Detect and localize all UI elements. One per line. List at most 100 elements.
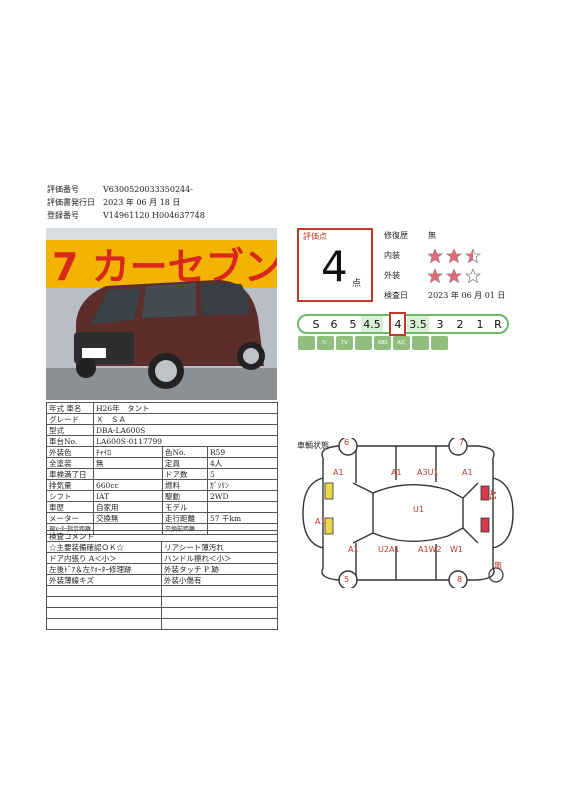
spec-value: H26年 タント: [93, 402, 278, 414]
spec-value: R59: [207, 446, 278, 458]
comment-cell: 外装薄線キズ: [46, 574, 162, 586]
spec-label: シフト: [46, 490, 94, 502]
table-row: 外装色ﾁｬｲﾛ色No.R59: [46, 446, 278, 458]
scale-value: S: [312, 318, 320, 331]
scale-value: 3.5: [409, 318, 427, 331]
damage-mark: A3U1: [417, 468, 439, 477]
repair-label: 修復歴: [384, 231, 408, 240]
spec-value: ｶﾞｿﾘﾝ: [207, 479, 278, 491]
scale-value: 4.5: [363, 318, 381, 331]
comment-cell: 外装小傷有: [161, 574, 278, 586]
damage-mark: A1: [462, 468, 473, 477]
score-value: 4: [321, 242, 348, 291]
table-row: [46, 585, 278, 597]
spec-value: 57 千km: [207, 512, 278, 524]
damage-mark: U2A1: [378, 545, 400, 554]
spec-label: モデル: [162, 501, 208, 513]
inspection-label: 検査日: [384, 291, 408, 300]
spec-label: 走行距離: [162, 512, 208, 524]
sunroof-icon: [298, 336, 315, 350]
scale-value: 3: [436, 318, 444, 331]
score-box: 評価点 4 点: [297, 228, 373, 302]
score-unit: 点: [352, 279, 362, 289]
spec-value: 2WD: [207, 490, 278, 502]
damage-mark: 無: [494, 561, 502, 570]
spec-label: メーター: [46, 512, 94, 524]
spec-value: [207, 501, 278, 513]
scale-value: R: [494, 318, 502, 331]
interior-star-rating: [426, 247, 488, 264]
reg-no-label: 登録番号: [47, 211, 79, 220]
comment-cell: ドア内張り A＜小＞: [46, 552, 162, 564]
damage-mark: A1W2: [418, 545, 442, 554]
table-row: [46, 618, 278, 630]
star-icon: [426, 247, 444, 264]
sign-text: 7 カーセブン: [52, 245, 277, 289]
spec-value: IAT: [93, 490, 163, 502]
damage-mark: U1: [413, 505, 424, 514]
table-row: 外装薄線キズ外装小傷有: [46, 574, 278, 586]
comment-cell: [161, 607, 278, 619]
spec-label: グレード: [46, 413, 94, 425]
abs-icon: ABS: [374, 336, 391, 350]
spec-value: ﾁｬｲﾛ: [93, 446, 163, 458]
spec-label: ドア数: [162, 468, 208, 480]
scale-band: [361, 316, 383, 332]
tv-icon: TV: [336, 336, 353, 350]
comment-cell: ☆主要装備確認ＯＫ☆: [46, 541, 162, 553]
scale-value: 4: [394, 318, 402, 331]
scale-value: 5: [349, 318, 357, 331]
issue-date-label: 評価書発行日: [47, 198, 95, 207]
table-row: [46, 596, 278, 608]
score-label: 評価点: [303, 232, 327, 241]
table-row: ☆主要装備確認ＯＫ☆リアシート薄汚れ: [46, 541, 278, 553]
table-row: 左後ﾄﾞｱ＆左ｸｫｰﾀｰ修理跡外装タッチ P 跡: [46, 563, 278, 575]
spec-label: 年式 車名: [46, 402, 94, 414]
reg-no-value: V14961120 H004637748: [103, 211, 205, 220]
damage-mark: A1: [391, 468, 402, 477]
spec-value: LA600S-0117799: [93, 435, 278, 447]
comments-table: 検査コメント ☆主要装備確認ＯＫ☆リアシート薄汚れドア内張り A＜小＞ハンドル擦…: [46, 530, 278, 630]
spec-label: 色No.: [162, 446, 208, 458]
spec-label: 型式: [46, 424, 94, 436]
damage-mark: A1: [333, 468, 344, 477]
damage-mark: 5: [344, 575, 350, 584]
comment-cell: ハンドル擦れ＜小＞: [161, 552, 278, 564]
damage-mark: A1: [315, 517, 326, 526]
vehicle-photo: 7 カーセブン: [46, 228, 277, 400]
spec-label: 駆動: [162, 490, 208, 502]
scale-value: 1: [476, 318, 484, 331]
issue-date-value: 2023 年 06 月 18 日: [103, 198, 181, 207]
table-row: [46, 607, 278, 619]
comment-cell: [46, 596, 162, 608]
spec-value: 4人: [207, 457, 278, 469]
comment-cell: 左後ﾄﾞｱ＆左ｸｫｰﾀｰ修理跡: [46, 563, 162, 575]
spec-label: 車検満了日: [46, 468, 94, 480]
ac-icon: A/C: [393, 336, 410, 350]
navi-icon: ﾅﾋﾞ: [317, 336, 334, 350]
damage-mark: 7: [459, 438, 465, 447]
table-row: 車台No.LA600S-0117799: [46, 435, 278, 447]
damage-mark: A1: [488, 490, 497, 501]
spec-label: 外装色: [46, 446, 94, 458]
repair-value: 無: [428, 231, 436, 240]
airbag-icon: [412, 336, 429, 350]
spec-label: 車台No.: [46, 435, 94, 447]
comment-cell: [161, 596, 278, 608]
damage-mark: 6: [344, 438, 350, 447]
car-condition-diagram: [302, 438, 514, 588]
table-row: ドア内張り A＜小＞ハンドル擦れ＜小＞: [46, 552, 278, 564]
etc-icon: [355, 336, 372, 350]
spec-value: Ｘ ＳＡ: [93, 413, 278, 425]
comments-title: 検査コメント: [46, 530, 278, 542]
exterior-star-rating: [426, 267, 488, 284]
spec-label: 定員: [162, 457, 208, 469]
damage-mark: A1: [348, 545, 359, 554]
spec-value: 660cc: [93, 479, 163, 491]
comment-cell: [46, 585, 162, 597]
